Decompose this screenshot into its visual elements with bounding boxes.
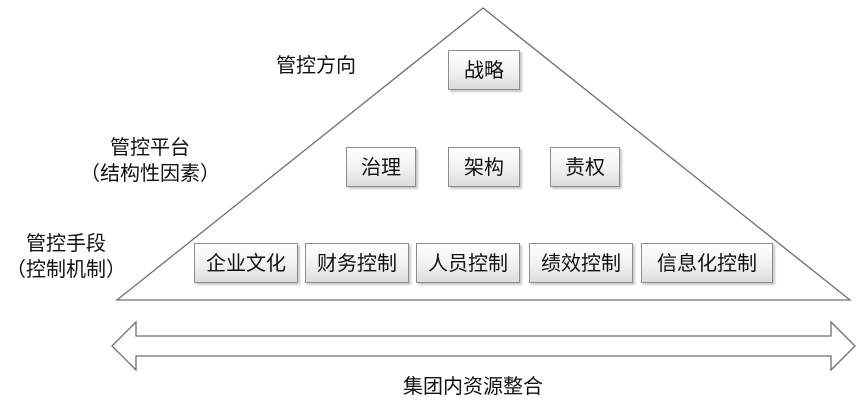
level-means-label: 管控手段 （控制机制）: [6, 230, 126, 282]
footer-label: 集团内资源整合: [403, 374, 543, 398]
double-headed-arrow: [111, 320, 856, 372]
level-means-title: 管控手段: [26, 231, 106, 255]
level-direction-label: 管控方向: [276, 53, 356, 77]
informatization-control-box: 信息化控制: [641, 243, 773, 283]
authority-box: 责权: [550, 147, 620, 187]
level-platform-subtitle: （结构性因素）: [80, 161, 220, 185]
performance-control-box: 绩效控制: [529, 243, 633, 283]
governance-box: 治理: [346, 147, 416, 187]
structure-box: 架构: [448, 147, 520, 187]
culture-box: 企业文化: [194, 243, 298, 283]
finance-control-box: 财务控制: [305, 243, 409, 283]
level-means-subtitle: （控制机制）: [6, 257, 126, 281]
level-platform-label: 管控平台 （结构性因素）: [80, 134, 220, 186]
pyramid-triangle: [115, 7, 852, 301]
level-platform-title: 管控平台: [110, 135, 190, 159]
personnel-control-box: 人员控制: [416, 243, 520, 283]
strategy-box: 战略: [448, 50, 520, 90]
